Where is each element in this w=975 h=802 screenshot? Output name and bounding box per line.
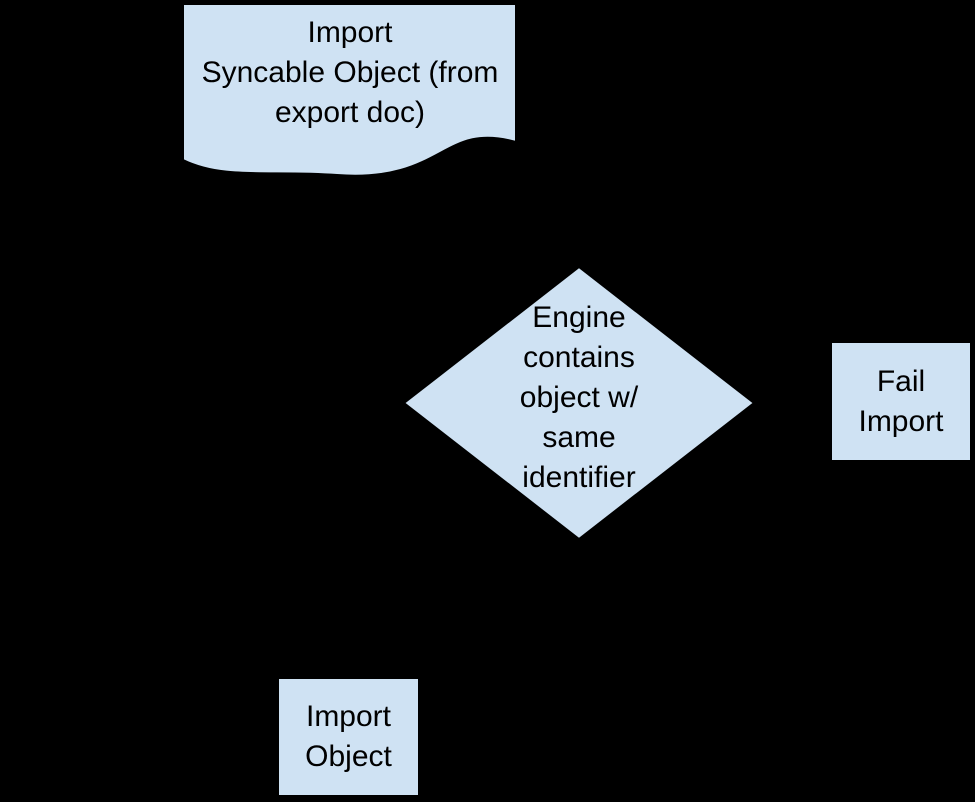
document-shape-path bbox=[182, 3, 517, 177]
node-label: Engine contains object w/ same identifie… bbox=[402, 298, 756, 498]
node-label-line: Import bbox=[305, 700, 392, 733]
node-label-line: Syncable Object (from bbox=[201, 56, 499, 89]
node-import-object: Import Object bbox=[277, 677, 420, 797]
node-label-line: contains bbox=[523, 341, 635, 374]
node-label-line: same bbox=[542, 421, 616, 454]
node-engine-contains-decision: Engine contains object w/ same identifie… bbox=[402, 265, 756, 541]
node-label-line: Import bbox=[858, 404, 944, 438]
node-label-line: export doc) bbox=[274, 96, 426, 129]
node-label-line: object w/ bbox=[519, 381, 639, 414]
node-import-syncable-object: Import Syncable Object (from export doc) bbox=[182, 3, 518, 183]
node-label-line: Fail bbox=[876, 364, 926, 398]
node-fail-import: Fail Import bbox=[830, 341, 972, 462]
node-label: Import Syncable Object (from export doc) bbox=[182, 13, 518, 133]
diamond-shape bbox=[402, 265, 756, 541]
node-label-line: Import bbox=[307, 16, 393, 49]
document-shape bbox=[182, 3, 517, 177]
node-label-line: identifier bbox=[522, 461, 636, 494]
diamond-shape-polygon bbox=[402, 265, 756, 541]
node-label: Fail Import bbox=[858, 362, 943, 442]
node-label-line: Engine bbox=[532, 301, 626, 334]
node-label-line: Object bbox=[305, 740, 392, 773]
node-label: Import Object bbox=[305, 697, 392, 777]
